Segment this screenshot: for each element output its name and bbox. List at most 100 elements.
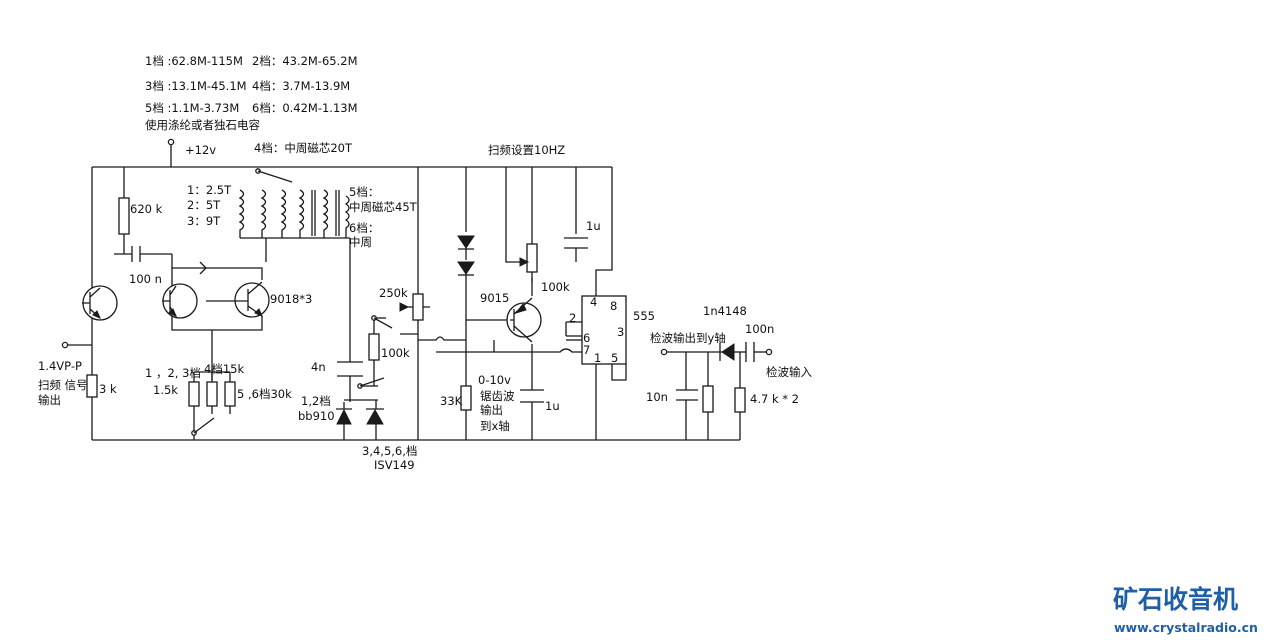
cap-100n-right — [745, 342, 755, 362]
coil-1 — [238, 189, 245, 238]
pot-100k-label: 100k — [541, 280, 570, 294]
supply-label: +12v — [185, 143, 216, 157]
diodes — [336, 235, 735, 425]
band2-label: 2档：43.2M-65.2M — [252, 54, 358, 68]
capacitor-note: 使用涤纶或者独石电容 — [145, 118, 260, 132]
cap-4n-label: 4n — [311, 360, 326, 374]
resistor-band123-label: 1 ，2, 3档 — [145, 366, 201, 380]
output-label-2: 输出 — [38, 393, 61, 407]
cap-100n-right-label: 100n — [745, 322, 774, 336]
varicap-3456-label: 3,4,5,6,档 — [362, 444, 417, 458]
coil-5-core — [322, 189, 340, 238]
pin1-label: 1 — [594, 351, 601, 365]
detector-input-label: 检波输入 — [766, 365, 812, 379]
resistor-4-7k-b — [734, 387, 746, 413]
resistor-band4-label: 4档15k — [204, 362, 244, 376]
resistor-30k — [224, 381, 236, 407]
coil3-label: 3：9T — [187, 214, 221, 228]
band-switch-low — [359, 377, 385, 387]
input-level-label: 1.4VP-P — [38, 359, 82, 373]
transistor-9015-label: 9015 — [480, 291, 509, 305]
cap-100n-left-label: 100 n — [129, 272, 162, 286]
band3-label: 3档 :13.1M-45.1M — [145, 79, 247, 93]
band5-label: 5档 :1.1M-3.73M — [145, 101, 239, 115]
coil5-label-b: 中周磁芯45T — [349, 200, 418, 214]
diode-series-b — [457, 261, 475, 275]
pin7-label: 7 — [583, 343, 590, 357]
cap-100n-left — [131, 246, 141, 262]
labels: 1档 :62.8M-115M 2档：43.2M-65.2M 3档 :13.1M-… — [38, 54, 812, 472]
output-terminal — [61, 341, 69, 349]
band1-label: 1档 :62.8M-115M — [145, 54, 243, 68]
resistors — [86, 197, 746, 413]
coil-4-core — [298, 189, 316, 238]
resistor-620k-label: 620 k — [130, 202, 163, 216]
capacitors — [131, 237, 755, 403]
resistor-100k-mid — [368, 333, 380, 361]
pot-250k-label: 250k — [379, 286, 408, 300]
resistor-1-5k — [188, 381, 200, 407]
band-switch-mid — [373, 317, 393, 329]
coil6-label-b: 中周 — [349, 235, 372, 249]
varicap-isv149 — [366, 408, 384, 425]
transistor-9015 — [506, 297, 542, 343]
transistor-osc-b — [206, 281, 270, 318]
coil-3 — [280, 189, 287, 238]
coil-6 — [344, 195, 350, 238]
varicap-12-label: 1,2档 — [301, 394, 331, 408]
ramp-label-2: 输出 — [480, 403, 503, 417]
varicap-3456-part: ISV149 — [374, 458, 415, 472]
transistor-osc-a — [162, 283, 198, 319]
cap-1u-bottom — [520, 389, 544, 403]
diode-1n4148-label: 1n4148 — [703, 304, 747, 318]
varicap-12-part: bb910 — [298, 409, 335, 423]
cap-4n — [337, 361, 363, 377]
pin8-label: 8 — [610, 299, 617, 313]
switches — [193, 170, 393, 434]
band4-label: 4档：3.7M-13.9M — [252, 79, 350, 93]
pot-100k — [526, 243, 538, 273]
diode-series-a — [457, 235, 475, 249]
pin4-label: 4 — [590, 295, 597, 309]
coil5-label-a: 5档： — [349, 185, 379, 199]
detector-input-terminal — [765, 348, 773, 356]
pin6-label: 6 — [583, 331, 590, 345]
coils — [238, 189, 350, 238]
watermark-brand: 矿石收音机 — [1113, 585, 1238, 614]
pin5-label: 5 — [611, 351, 618, 365]
cap-10n-label: 10n — [646, 390, 668, 404]
diode-1n4148 — [721, 343, 735, 361]
band6-label: 6档：0.42M-1.13M — [252, 101, 358, 115]
coil-2 — [260, 189, 267, 238]
ramp-label-3: 到x轴 — [480, 419, 510, 433]
resistor-33k-label: 33K — [440, 394, 463, 408]
cap-1u-bottom-label: 1u — [545, 399, 560, 413]
sweep-setting-label: 扫频设置10HZ — [488, 143, 565, 157]
ic-555 — [581, 295, 627, 365]
coil2-label: 2：5T — [187, 198, 221, 212]
ramp-range-label: 0-10v — [478, 373, 511, 387]
cap-1u-top-label: 1u — [586, 219, 601, 233]
transistor-type-label: 9018*3 — [270, 292, 312, 306]
supply-terminal — [167, 138, 175, 146]
resistor-4-7k-label: 4.7 k * 2 — [750, 392, 799, 406]
cap-1u-top — [564, 237, 588, 249]
coil4-label: 4档：中周磁芯20T — [254, 141, 353, 155]
detector-output-terminal — [660, 348, 668, 356]
band-switch-bank — [193, 417, 215, 434]
pin3-label: 3 — [617, 325, 624, 339]
resistor-band123-value: 1.5k — [153, 383, 178, 397]
ic-555-label: 555 — [633, 309, 655, 323]
resistor-3k-label: 3 k — [99, 382, 117, 396]
varicap-bb910 — [336, 408, 352, 425]
resistor-620k — [118, 197, 130, 235]
resistor-100k-mid-label: 100k — [381, 346, 410, 360]
watermark-url: www.crystalradio.cn — [1114, 620, 1258, 635]
coil6-label-a: 6档： — [349, 221, 379, 235]
wiring — [68, 145, 766, 441]
resistor-3k — [86, 374, 98, 398]
coil1-label: 1：2.5T — [187, 183, 232, 197]
cap-10n — [676, 389, 698, 401]
resistor-band56-label: 5 ,6档30k — [237, 387, 292, 401]
